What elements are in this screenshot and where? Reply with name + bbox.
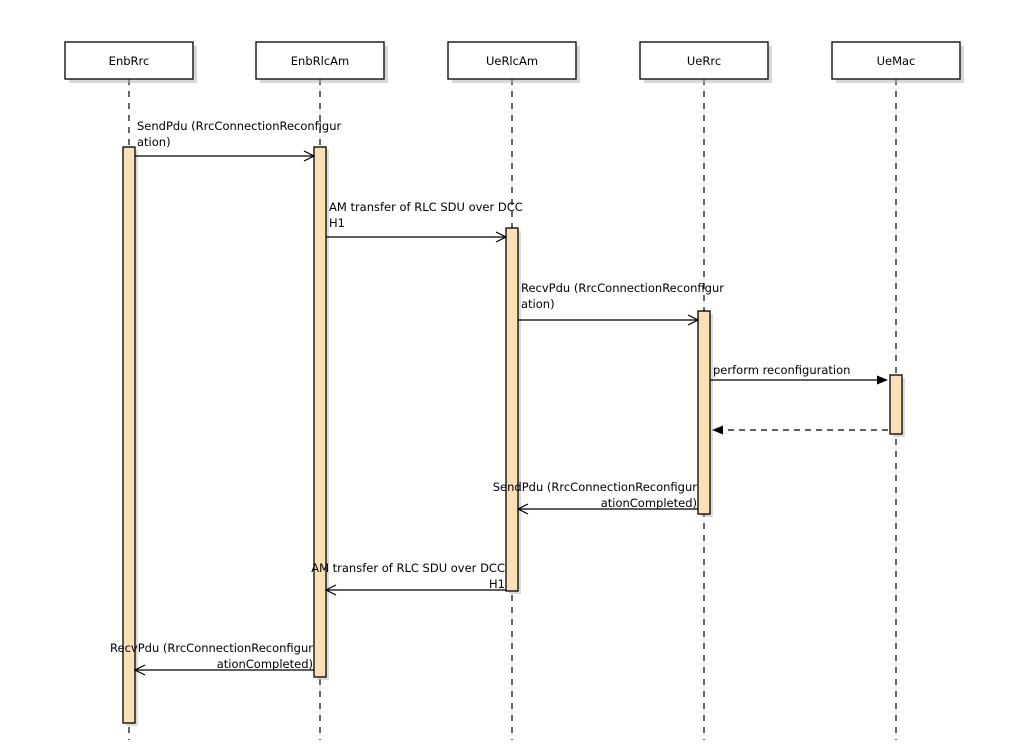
arrowhead-open-msg-6 <box>516 503 529 515</box>
message-label-msg-2-line2: H1 <box>329 216 345 230</box>
message-label-msg-4-line1: perform reconfiguration <box>713 363 850 377</box>
message-label-msg-1-line2: ation) <box>137 135 171 149</box>
message-label-msg-6-line1: SendPdu (RrcConnectionReconfigur <box>493 480 698 494</box>
activation-bar-enbrrc <box>122 146 136 724</box>
activation-bar-uerrc <box>697 310 711 515</box>
participant-label-uerrc: UeRrc <box>687 54 721 68</box>
message-label-msg-8-line2: ationCompleted) <box>217 657 313 671</box>
participant-label-uemac: UeMac <box>877 54 916 68</box>
message-label-msg-2-line1: AM transfer of RLC SDU over DCC <box>329 200 523 214</box>
activation-bar-uerlcam <box>505 227 519 592</box>
message-label-msg-3-line2: ation) <box>521 297 555 311</box>
message-label-msg-6-line2: ationCompleted) <box>601 496 697 510</box>
participant-label-uerlcam: UeRlcAm <box>486 54 538 68</box>
arrowhead-open-msg-7 <box>324 584 337 596</box>
message-label-msg-7-line1: AM transfer of RLC SDU over DCC <box>311 561 505 575</box>
participant-label-enbrlcam: EnbRlcAm <box>291 54 349 68</box>
arrowhead-open-msg-8 <box>133 664 146 676</box>
arrowhead-open-msg-3 <box>687 314 700 326</box>
activation-bar-enbrlcam <box>313 146 327 678</box>
participant-box-uemac[interactable] <box>831 41 961 80</box>
participant-box-uerlcam[interactable] <box>447 41 577 80</box>
participant-box-uerrc[interactable] <box>639 41 769 80</box>
arrowhead-solid-msg-5 <box>712 425 723 435</box>
message-label-msg-7-line2: H1 <box>489 577 505 591</box>
participant-box-enbrrc[interactable] <box>64 41 194 80</box>
activation-bar-uemac <box>889 374 903 435</box>
participant-box-enbrlcam[interactable] <box>255 41 385 80</box>
participant-label-enbrrc: EnbRrc <box>109 54 150 68</box>
message-label-msg-1-line1: SendPdu (RrcConnectionReconfigur <box>137 119 342 133</box>
arrowhead-open-msg-1 <box>303 150 316 162</box>
arrowhead-open-msg-2 <box>495 231 508 243</box>
arrowhead-solid-msg-4 <box>877 375 888 385</box>
message-label-msg-3-line1: RecvPdu (RrcConnectionReconfigur <box>521 281 724 295</box>
message-label-msg-8-line1: RecvPdu (RrcConnectionReconfigur <box>110 641 313 655</box>
